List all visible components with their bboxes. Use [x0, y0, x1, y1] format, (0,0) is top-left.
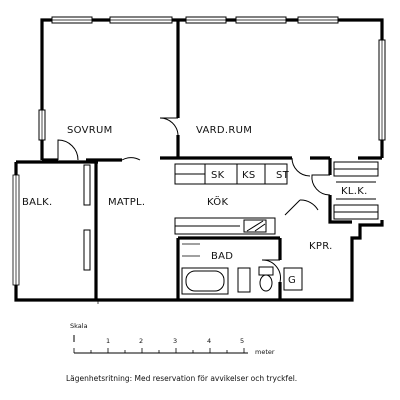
scale-bar: Skala 1 2 3 4 5 meter [70, 322, 275, 356]
label-vardrum: VARD.RUM [196, 125, 252, 136]
balcony-glazing [12, 164, 99, 304]
inner-walls [14, 20, 382, 302]
scale-tick-5: 5 [240, 337, 244, 345]
closet-fixtures [333, 161, 379, 220]
scale-title: Skala [70, 322, 88, 330]
scale-tick-2: 2 [139, 337, 143, 345]
label-matpl: MATPL. [108, 197, 145, 208]
doors [57, 117, 331, 283]
top-windows [51, 16, 339, 24]
scale-tick-3: 3 [173, 337, 177, 345]
kitchen-fixtures [174, 163, 288, 235]
bedroom-window [38, 109, 46, 141]
scale-tick-4: 4 [207, 337, 211, 345]
label-balk: BALK. [22, 197, 53, 208]
label-g: G [288, 275, 296, 286]
label-bad: BAD [211, 251, 233, 262]
label-kpr: KPR. [309, 241, 333, 252]
scale-tick-1: 1 [106, 337, 110, 345]
label-sk: SK [211, 170, 225, 181]
bathroom-fixtures [181, 243, 303, 295]
label-st: ST [276, 170, 290, 181]
scale-unit: meter [255, 348, 275, 356]
label-sovrum: SOVRUM [67, 125, 113, 136]
label-klk: KL.K. [341, 186, 368, 197]
scale-ticks [73, 348, 245, 353]
label-kok: KÖK [207, 195, 228, 208]
plan-caption: Lägenhetsritning: Med reservation för av… [66, 374, 297, 383]
label-ks: KS [242, 170, 256, 181]
right-window [378, 39, 386, 141]
